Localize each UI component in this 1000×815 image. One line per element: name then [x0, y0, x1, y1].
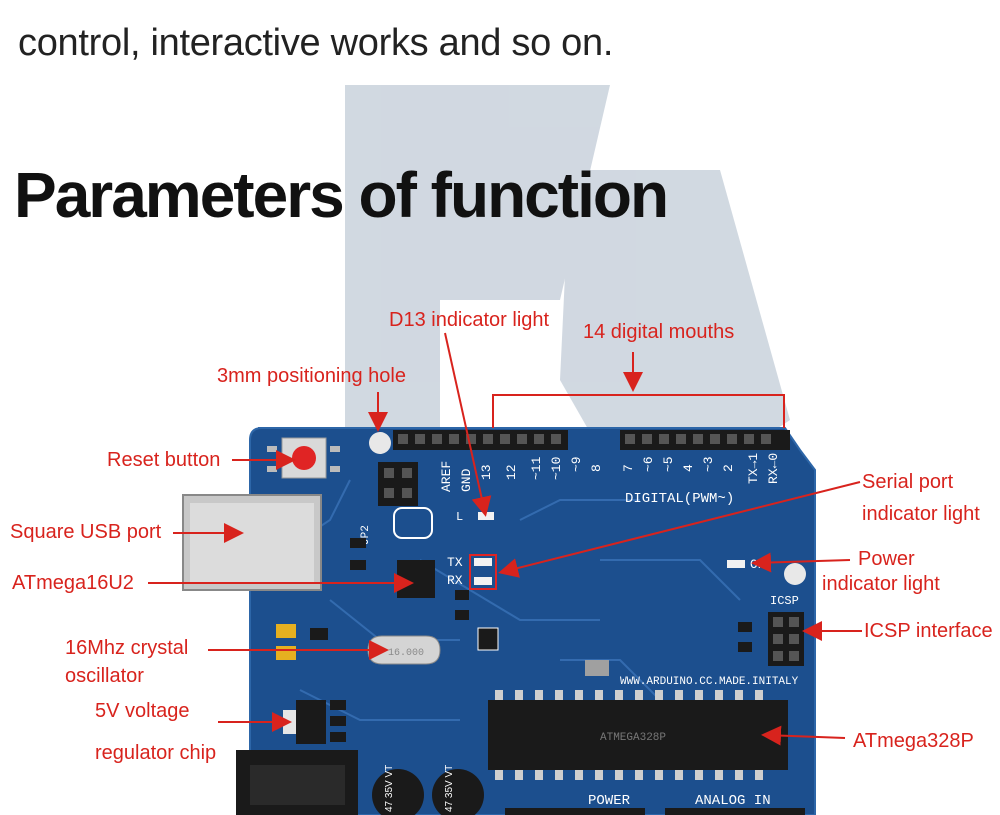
svg-text:~5: ~5 [661, 456, 676, 472]
mounting-hole [369, 432, 391, 454]
svg-text:~9: ~9 [569, 456, 584, 472]
atmega16u2-chip [397, 560, 435, 598]
svg-text:16.000: 16.000 [388, 648, 424, 659]
voltage-regulator [296, 700, 326, 744]
callout-serial-indicator-line2: indicator light [862, 503, 980, 525]
svg-text:ON: ON [750, 557, 766, 572]
callout-usb-port: Square USB port [10, 521, 162, 543]
svg-text:L: L [456, 510, 463, 524]
svg-text:12: 12 [504, 464, 519, 480]
tx-led [474, 558, 492, 566]
capacitor [372, 769, 424, 815]
callout-reset-button: Reset button [107, 449, 221, 471]
svg-text:ATMEGA328P: ATMEGA328P [600, 732, 666, 744]
svg-text:POWER: POWER [588, 793, 631, 809]
svg-text:~10: ~10 [549, 457, 564, 480]
atmega328p-chip [488, 700, 788, 770]
callout-power-indicator-line2: indicator light [822, 573, 940, 595]
digital-silkscreen: DIGITAL(PWM~) [625, 491, 734, 507]
callout-regulator: 5V voltage [95, 700, 190, 722]
svg-text:7: 7 [621, 464, 636, 472]
svg-text:GND: GND [459, 468, 474, 492]
section-title: Parameters of function [14, 159, 669, 231]
svg-text:RX: RX [447, 573, 463, 588]
power-led [727, 560, 745, 568]
svg-text:47 35V VT: 47 35V VT [444, 765, 455, 812]
rx-led [474, 577, 492, 585]
svg-text:ANALOG IN: ANALOG IN [695, 793, 771, 809]
callout-atmega16u2: ATmega16U2 [12, 572, 134, 594]
svg-text:~6: ~6 [641, 456, 656, 472]
svg-text:2: 2 [721, 464, 736, 472]
svg-text:8: 8 [589, 464, 604, 472]
svg-text:47 35V VT: 47 35V VT [384, 765, 395, 812]
callout-power-indicator: Power [858, 548, 915, 570]
d13-led [478, 512, 494, 520]
svg-text:AREF: AREF [439, 461, 454, 492]
callout-digital-mouths: 14 digital mouths [583, 321, 735, 343]
callout-regulator-line2: regulator chip [95, 742, 217, 764]
callout-positioning-hole: 3mm positioning hole [217, 365, 406, 387]
svg-text:13: 13 [479, 464, 494, 480]
svg-text:TX→1: TX→1 [746, 453, 761, 484]
svg-text:WWW.ARDUINO.CC.MADE.INITALY: WWW.ARDUINO.CC.MADE.INITALY [620, 676, 799, 688]
callout-crystal-line2: oscillator [65, 665, 144, 687]
intro-text: control, interactive works and so on. [18, 22, 614, 64]
svg-text:TX: TX [447, 555, 463, 570]
callout-crystal: 16Mhz crystal [65, 637, 189, 659]
svg-text:RX←0: RX←0 [766, 453, 781, 484]
svg-text:~3: ~3 [701, 456, 716, 472]
svg-text:ICSP: ICSP [770, 594, 799, 608]
callout-atmega328p: ATmega328P [853, 730, 974, 752]
svg-text:4: 4 [681, 464, 696, 472]
callout-serial-indicator: Serial port [862, 471, 954, 493]
callout-icsp-interface: ICSP interface [864, 620, 993, 642]
callout-d13-indicator: D13 indicator light [389, 309, 550, 331]
svg-text:~11: ~11 [529, 456, 544, 480]
